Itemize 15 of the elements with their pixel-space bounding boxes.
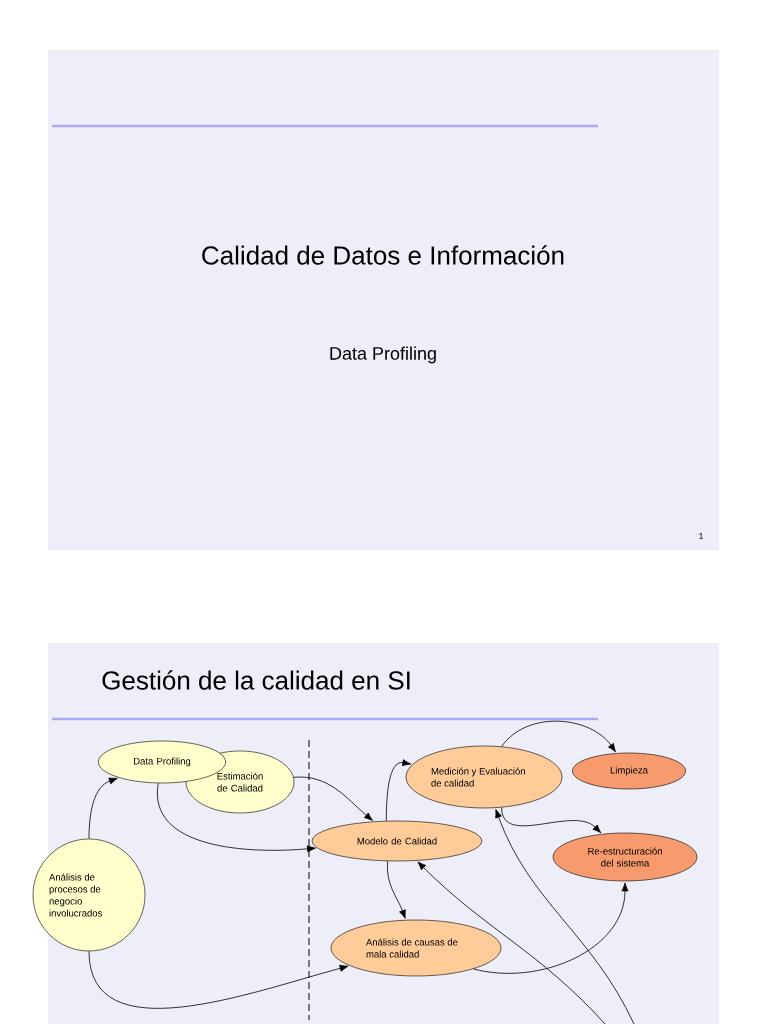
slide-subtitle: Data Profiling [330, 346, 436, 364]
arrow [495, 809, 635, 1024]
arrow [501, 720, 616, 753]
slide-title: Gestión de la calidad en SI [102, 670, 410, 690]
arrow [293, 776, 373, 821]
arrow [88, 777, 118, 840]
arrow [88, 950, 349, 1009]
arrow [386, 860, 406, 919]
arrow [473, 882, 629, 974]
arrow [501, 807, 602, 834]
arrow [385, 759, 412, 822]
slide-title: Calidad de Datos e Información [202, 245, 564, 265]
arrow [417, 861, 606, 1024]
arrow [157, 782, 316, 853]
page-number: 1 [699, 532, 704, 540]
